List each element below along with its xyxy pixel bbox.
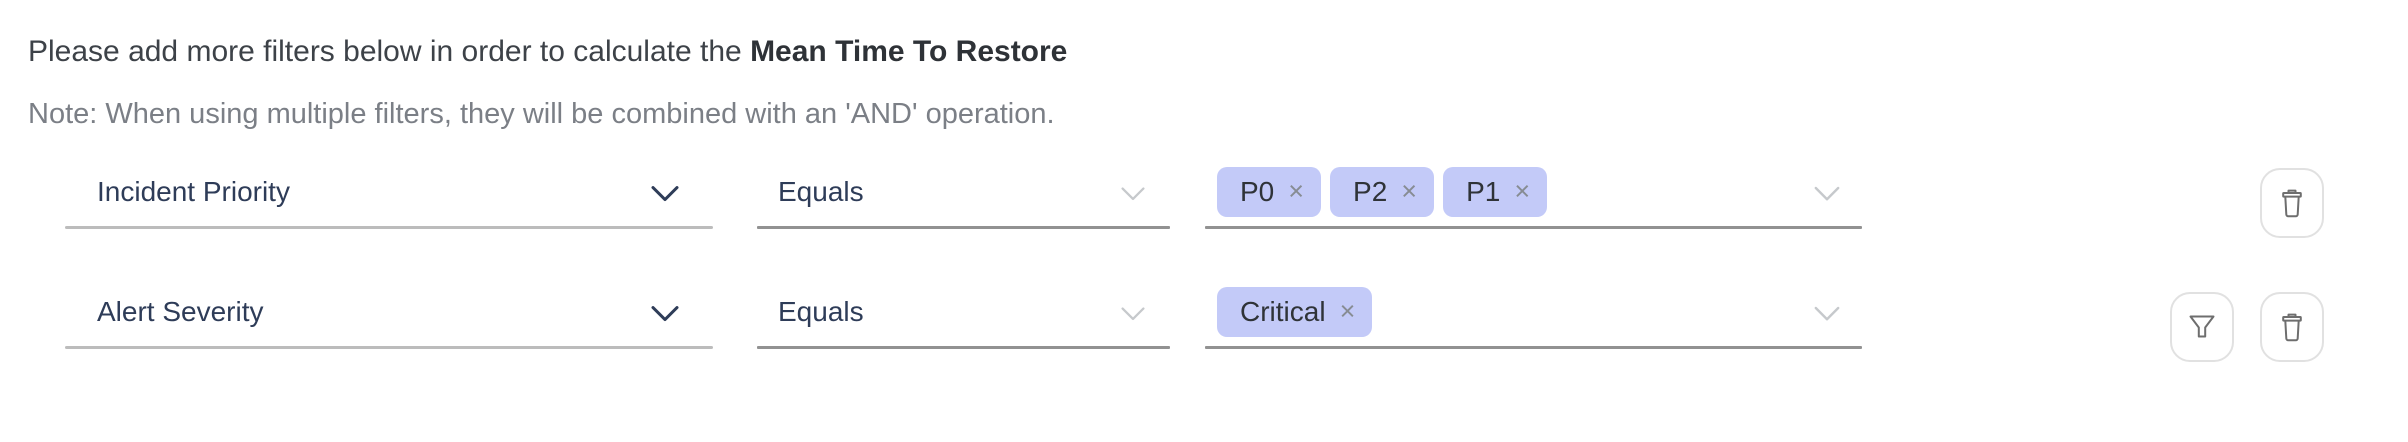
value-chip-label: P0 bbox=[1240, 176, 1275, 207]
remove-value-icon[interactable]: × bbox=[1514, 175, 1531, 206]
values-multiselect[interactable]: Critical × bbox=[1205, 281, 1862, 349]
value-chip-label: P1 bbox=[1466, 176, 1501, 207]
values-multiselect[interactable]: P0 × P2 × P1 × bbox=[1205, 161, 1862, 229]
field-underline bbox=[757, 346, 1170, 349]
field-underline bbox=[1205, 226, 1862, 229]
field-select-value: Alert Severity bbox=[97, 296, 264, 327]
operator-select-value: Equals bbox=[778, 176, 864, 207]
operator-select-value: Equals bbox=[778, 296, 864, 327]
field-select-incident-priority[interactable]: Incident Priority bbox=[65, 161, 713, 229]
metric-name: Mean Time To Restore bbox=[750, 35, 1068, 68]
trash-icon bbox=[2279, 188, 2305, 218]
instruction-text: Please add more filters below in order t… bbox=[28, 33, 1067, 71]
funnel-icon bbox=[2188, 314, 2216, 340]
chevron-down-icon bbox=[1813, 305, 1841, 322]
remove-value-icon[interactable]: × bbox=[1288, 175, 1305, 206]
delete-filter-row-2-button[interactable] bbox=[2260, 292, 2324, 362]
value-chip: P0 × bbox=[1217, 167, 1322, 217]
value-chip: P2 × bbox=[1330, 167, 1435, 217]
field-underline bbox=[65, 226, 713, 229]
remove-value-icon[interactable]: × bbox=[1339, 295, 1356, 326]
operator-select[interactable]: Equals bbox=[757, 161, 1170, 229]
field-select-alert-severity[interactable]: Alert Severity bbox=[65, 281, 713, 349]
value-chip: Critical × bbox=[1217, 287, 1373, 337]
value-chip-label: Critical bbox=[1240, 296, 1326, 327]
instruction-prefix: Please add more filters below in order t… bbox=[28, 35, 751, 68]
chevron-down-icon bbox=[650, 305, 680, 323]
chevron-down-icon bbox=[650, 185, 680, 203]
value-chip: P1 × bbox=[1443, 167, 1548, 217]
remove-value-icon[interactable]: × bbox=[1401, 175, 1418, 206]
operator-select[interactable]: Equals bbox=[757, 281, 1170, 349]
note-text: Note: When using multiple filters, they … bbox=[28, 98, 1055, 130]
value-chip-label: P2 bbox=[1353, 176, 1388, 207]
trash-icon bbox=[2279, 312, 2305, 342]
delete-filter-row-1-button[interactable] bbox=[2260, 168, 2324, 238]
field-underline bbox=[65, 346, 713, 349]
field-underline bbox=[757, 226, 1170, 229]
chevron-down-icon bbox=[1120, 186, 1146, 202]
field-underline bbox=[1205, 346, 1862, 349]
chevron-down-icon bbox=[1120, 306, 1146, 322]
field-select-value: Incident Priority bbox=[97, 176, 290, 207]
chevron-down-icon bbox=[1813, 185, 1841, 202]
apply-filter-row-2-button[interactable] bbox=[2170, 292, 2234, 362]
